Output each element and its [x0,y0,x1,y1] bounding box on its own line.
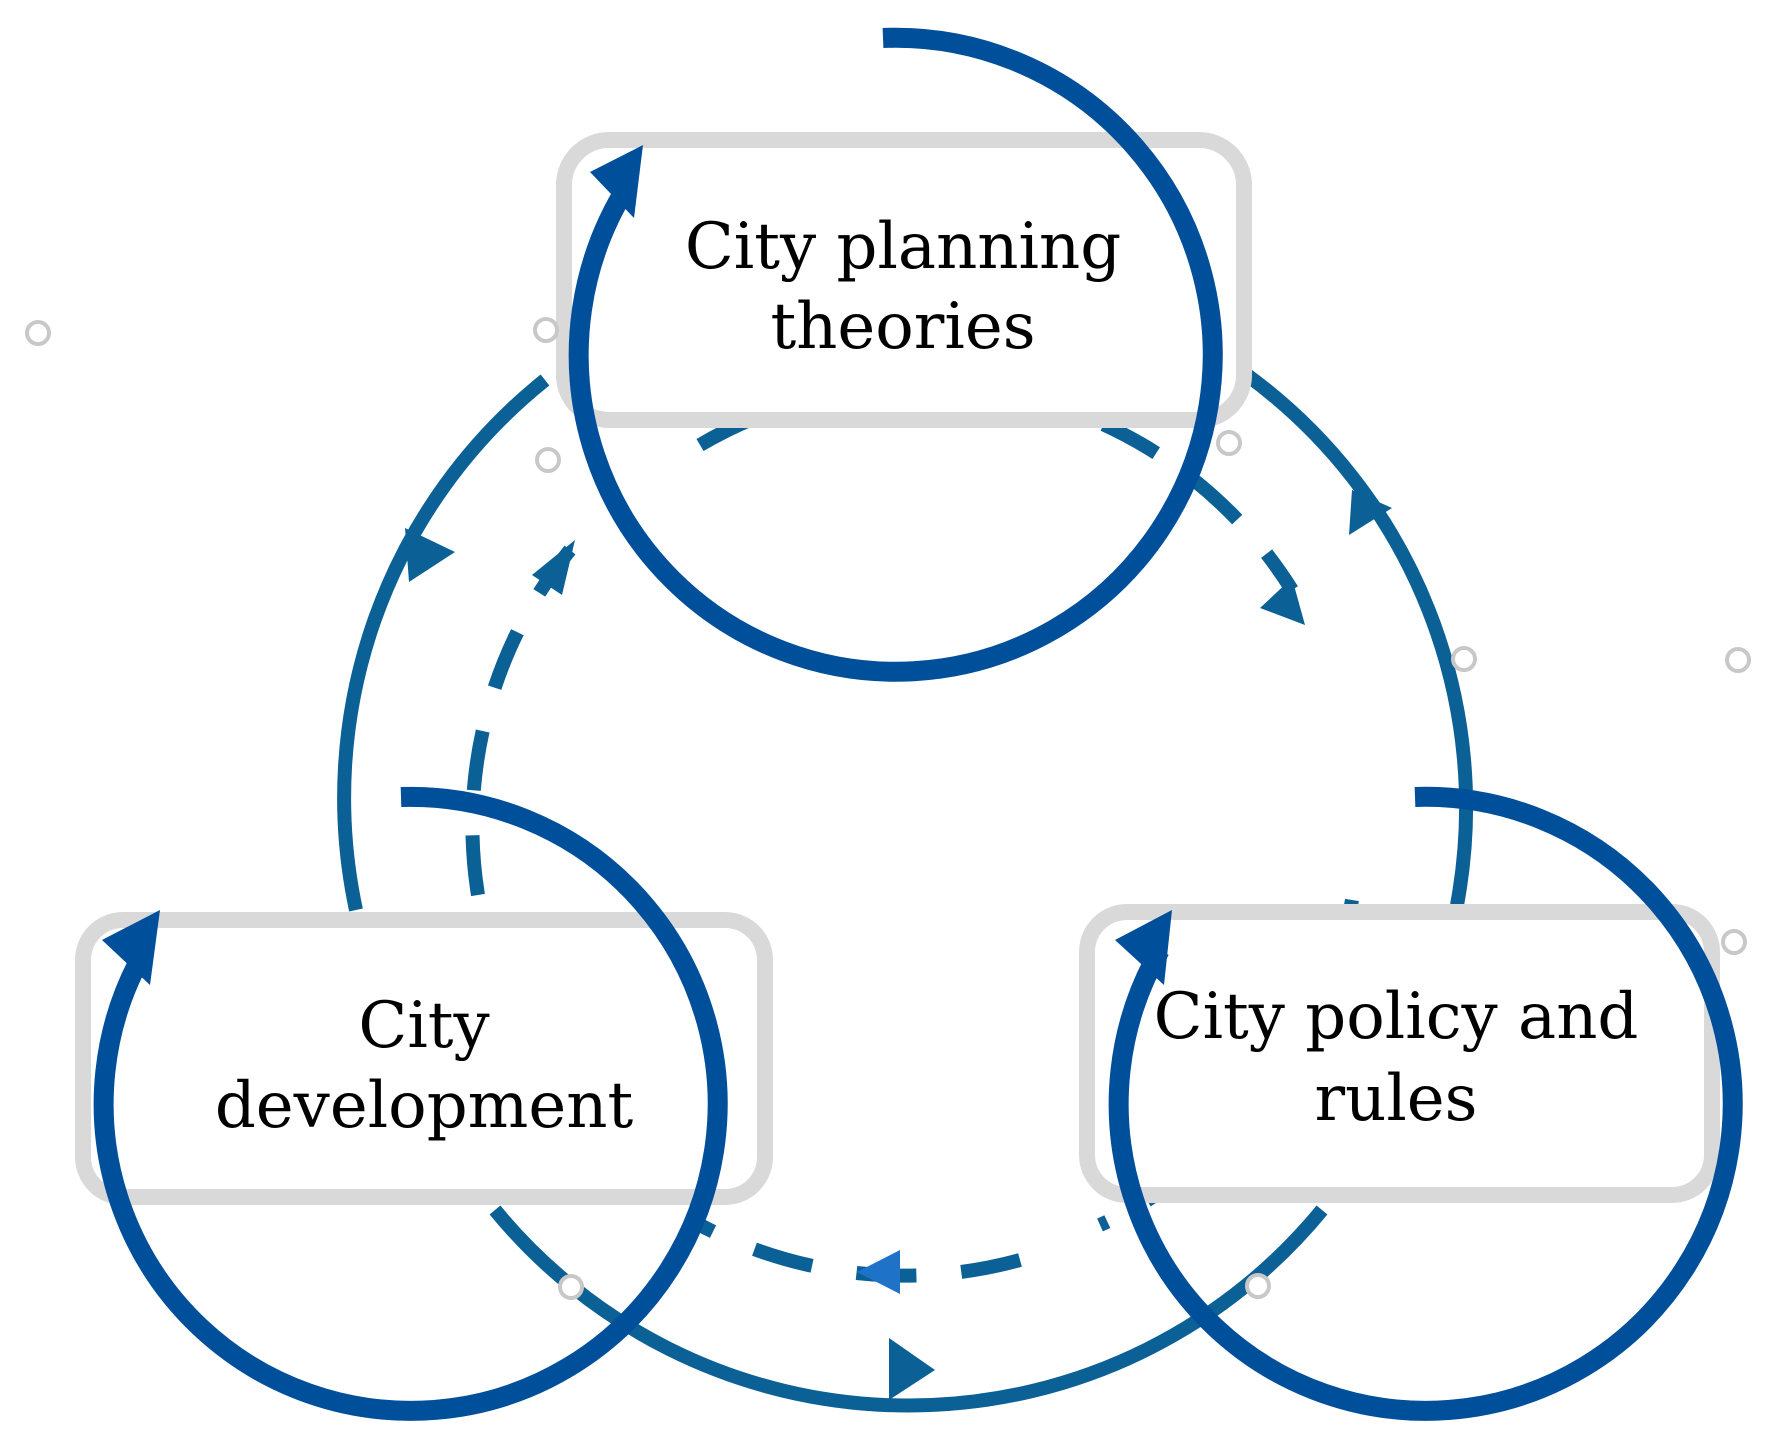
handle[interactable] [25,320,51,346]
handle[interactable] [1451,646,1477,672]
policy-box[interactable] [1079,904,1720,1203]
ring-arrow-bottom-icon [889,1338,935,1400]
ring-arrow-left-icon [405,528,455,582]
policy-loop [1108,786,1743,1421]
ring-arrow-right-icon [1349,490,1392,535]
planning-label-line-2: theories [770,290,1035,364]
policy-loop-arrow-icon [1115,910,1172,985]
outer-ring-arrowheads [405,490,1392,1400]
handle[interactable] [1721,929,1747,955]
selection-handles [25,317,1751,1300]
ring-arc-policy-to-planning [1242,369,1474,907]
development-label-line-2: development [215,1069,634,1143]
handle[interactable] [1216,430,1242,456]
dashed-arc-bottom [696,1218,1022,1283]
node-labels: City planning theories City development … [215,210,1639,1143]
development-loop-arrow-icon [102,910,160,985]
policy-label-line-2: rules [1315,1062,1478,1136]
inner-ring-arrowheads [532,540,1305,1294]
node-boxes [75,132,1720,1205]
handle[interactable] [1725,647,1751,673]
ring-arc-planning-to-development [337,374,550,912]
handle[interactable] [535,447,561,473]
development-box[interactable] [75,912,773,1205]
outer-ring [337,369,1474,1413]
development-loop [93,786,728,1421]
planning-label-line-1: City planning [685,210,1121,284]
planning-box[interactable] [556,132,1252,428]
ring-arc-development-to-policy [489,1205,1328,1413]
planning-loop-arrow-icon [590,145,643,218]
self-loops [93,27,1743,1421]
handle[interactable] [558,1274,584,1300]
self-loop-arrowheads [102,145,1172,985]
development-label-line-1: City [358,989,489,1063]
dashed-arrow-bottom-icon [857,1250,900,1294]
dashed-arrow-right-icon [1260,578,1305,625]
handle[interactable] [533,317,559,343]
dashed-arc-development-to-planning [465,545,576,897]
dashed-arrow-left-icon [532,540,575,595]
policy-label-line-1: City policy and [1154,980,1639,1054]
planning-loop [568,27,1223,682]
handle[interactable] [1245,1273,1271,1299]
